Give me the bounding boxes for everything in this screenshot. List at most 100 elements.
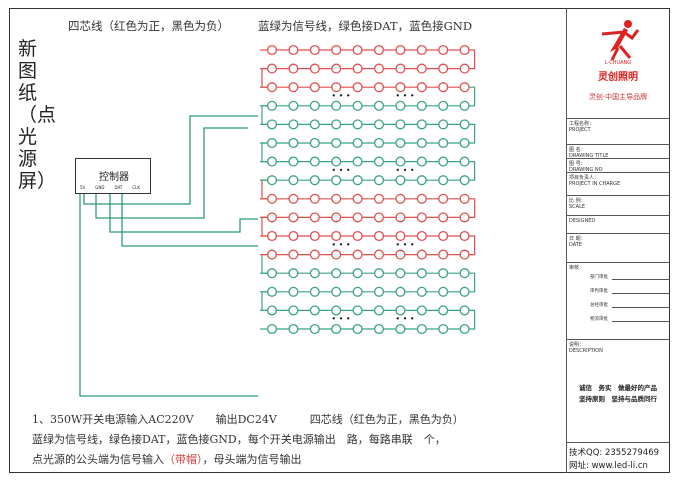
led-node [266, 268, 278, 279]
led-node [331, 82, 342, 93]
led-node [266, 156, 278, 167]
led-node [352, 212, 363, 223]
approval-label: 审核： [569, 265, 585, 271]
note-line-3: 点光源的公头端为信号输入（带帽），母头端为信号输出 [32, 453, 302, 466]
title-field-label: 工程名称： PROJECT [569, 121, 595, 133]
led-node [459, 156, 470, 167]
led-node [266, 175, 278, 186]
signer-row: 总经审批 [590, 302, 670, 308]
led-node [331, 100, 342, 111]
motto-line-1: 诚信 务实 做最好的产品 [579, 384, 657, 392]
signature-line[interactable] [612, 321, 670, 322]
led-node [288, 44, 299, 56]
led-node [438, 175, 449, 186]
led-node [309, 175, 320, 186]
led-node [331, 119, 342, 130]
led-node [352, 63, 363, 74]
led-node [395, 305, 406, 316]
led-node [352, 286, 363, 297]
led-node [288, 137, 299, 149]
led-node [309, 193, 320, 204]
led-node [459, 212, 470, 223]
brand-name: 灵创照明 [598, 72, 638, 83]
led-node [309, 212, 320, 223]
led-node [352, 100, 363, 111]
row-connector [469, 235, 476, 256]
led-node [266, 193, 278, 204]
led-node [416, 100, 427, 111]
led-node [395, 82, 406, 93]
led-node [331, 156, 342, 167]
led-node [395, 323, 406, 335]
led-node [309, 268, 320, 279]
led-node [438, 100, 449, 111]
signer-row: 物流审批 [590, 316, 670, 322]
led-node [331, 305, 342, 316]
led-node [459, 230, 470, 242]
title-field: 图 号： DRAWING NO [566, 158, 670, 173]
led-node [416, 137, 427, 149]
led-node [459, 286, 470, 297]
row-connector [469, 161, 476, 181]
led-node [459, 323, 470, 335]
led-node [459, 137, 470, 149]
led-node [288, 286, 299, 297]
led-node [309, 82, 320, 93]
led-node [395, 212, 406, 223]
led-node [373, 249, 385, 260]
led-node [331, 286, 342, 297]
led-node [373, 82, 385, 93]
led-node [373, 268, 385, 279]
row-connector [261, 254, 268, 274]
title-field-label: 项目负责人： PROJECT IN CHARGE [569, 175, 621, 187]
row-connector [469, 309, 476, 330]
led-node [309, 137, 320, 149]
signature-line[interactable] [612, 293, 670, 294]
led-node [331, 249, 342, 260]
note-line-1: 1、350W开关电源输入AC220V 输出DC24V 四芯线（红色为正，黑色为负… [32, 413, 464, 426]
led-node [331, 193, 342, 204]
signer-label: 物流审批 [590, 317, 608, 322]
led-node [459, 100, 470, 111]
signature-line[interactable] [612, 307, 670, 308]
title-field-label: 图 号： DRAWING NO [569, 161, 603, 173]
led-node [331, 137, 342, 149]
led-node [438, 193, 449, 204]
wire-note: 四芯线（红色为正，黑色为负） [68, 19, 229, 33]
led-node [309, 323, 320, 335]
continuation-dots: • • • [331, 166, 350, 175]
brand-slogan: 灵创·中国主导品牌 [588, 93, 648, 101]
led-node [438, 212, 449, 223]
row-connector [261, 216, 268, 237]
led-node [438, 156, 449, 167]
led-node [309, 249, 320, 260]
row-connector [469, 198, 476, 218]
led-node [373, 137, 385, 149]
approval-section: 审核： [566, 262, 670, 339]
led-node [373, 305, 385, 316]
note-line-2: 蓝绿为信号线，绿色接DAT，蓝色接GND，每个开关电源输出 路，每路串联 个， [32, 433, 446, 446]
signer-label: 部门审批 [590, 275, 608, 280]
row-connector [261, 291, 268, 311]
led-node [266, 44, 278, 56]
led-node [352, 82, 363, 93]
led-node [459, 175, 470, 186]
motto-line-2: 坚持原则 坚持与品质同行 [579, 395, 657, 403]
controller-port: CLK [132, 185, 140, 190]
led-node [416, 212, 427, 223]
led-node [331, 230, 342, 242]
signature-line[interactable] [612, 279, 670, 280]
led-node [416, 230, 427, 242]
led-node [331, 44, 342, 56]
led-node [331, 268, 342, 279]
title-block [566, 8, 567, 473]
led-node [331, 323, 342, 335]
led-node [438, 137, 449, 149]
led-node [352, 230, 363, 242]
title-field: 项目负责人： PROJECT IN CHARGE [566, 172, 670, 195]
led-node [459, 119, 470, 130]
led-node [416, 286, 427, 297]
led-node [331, 175, 342, 186]
controller-label: 控制器 [99, 172, 129, 183]
